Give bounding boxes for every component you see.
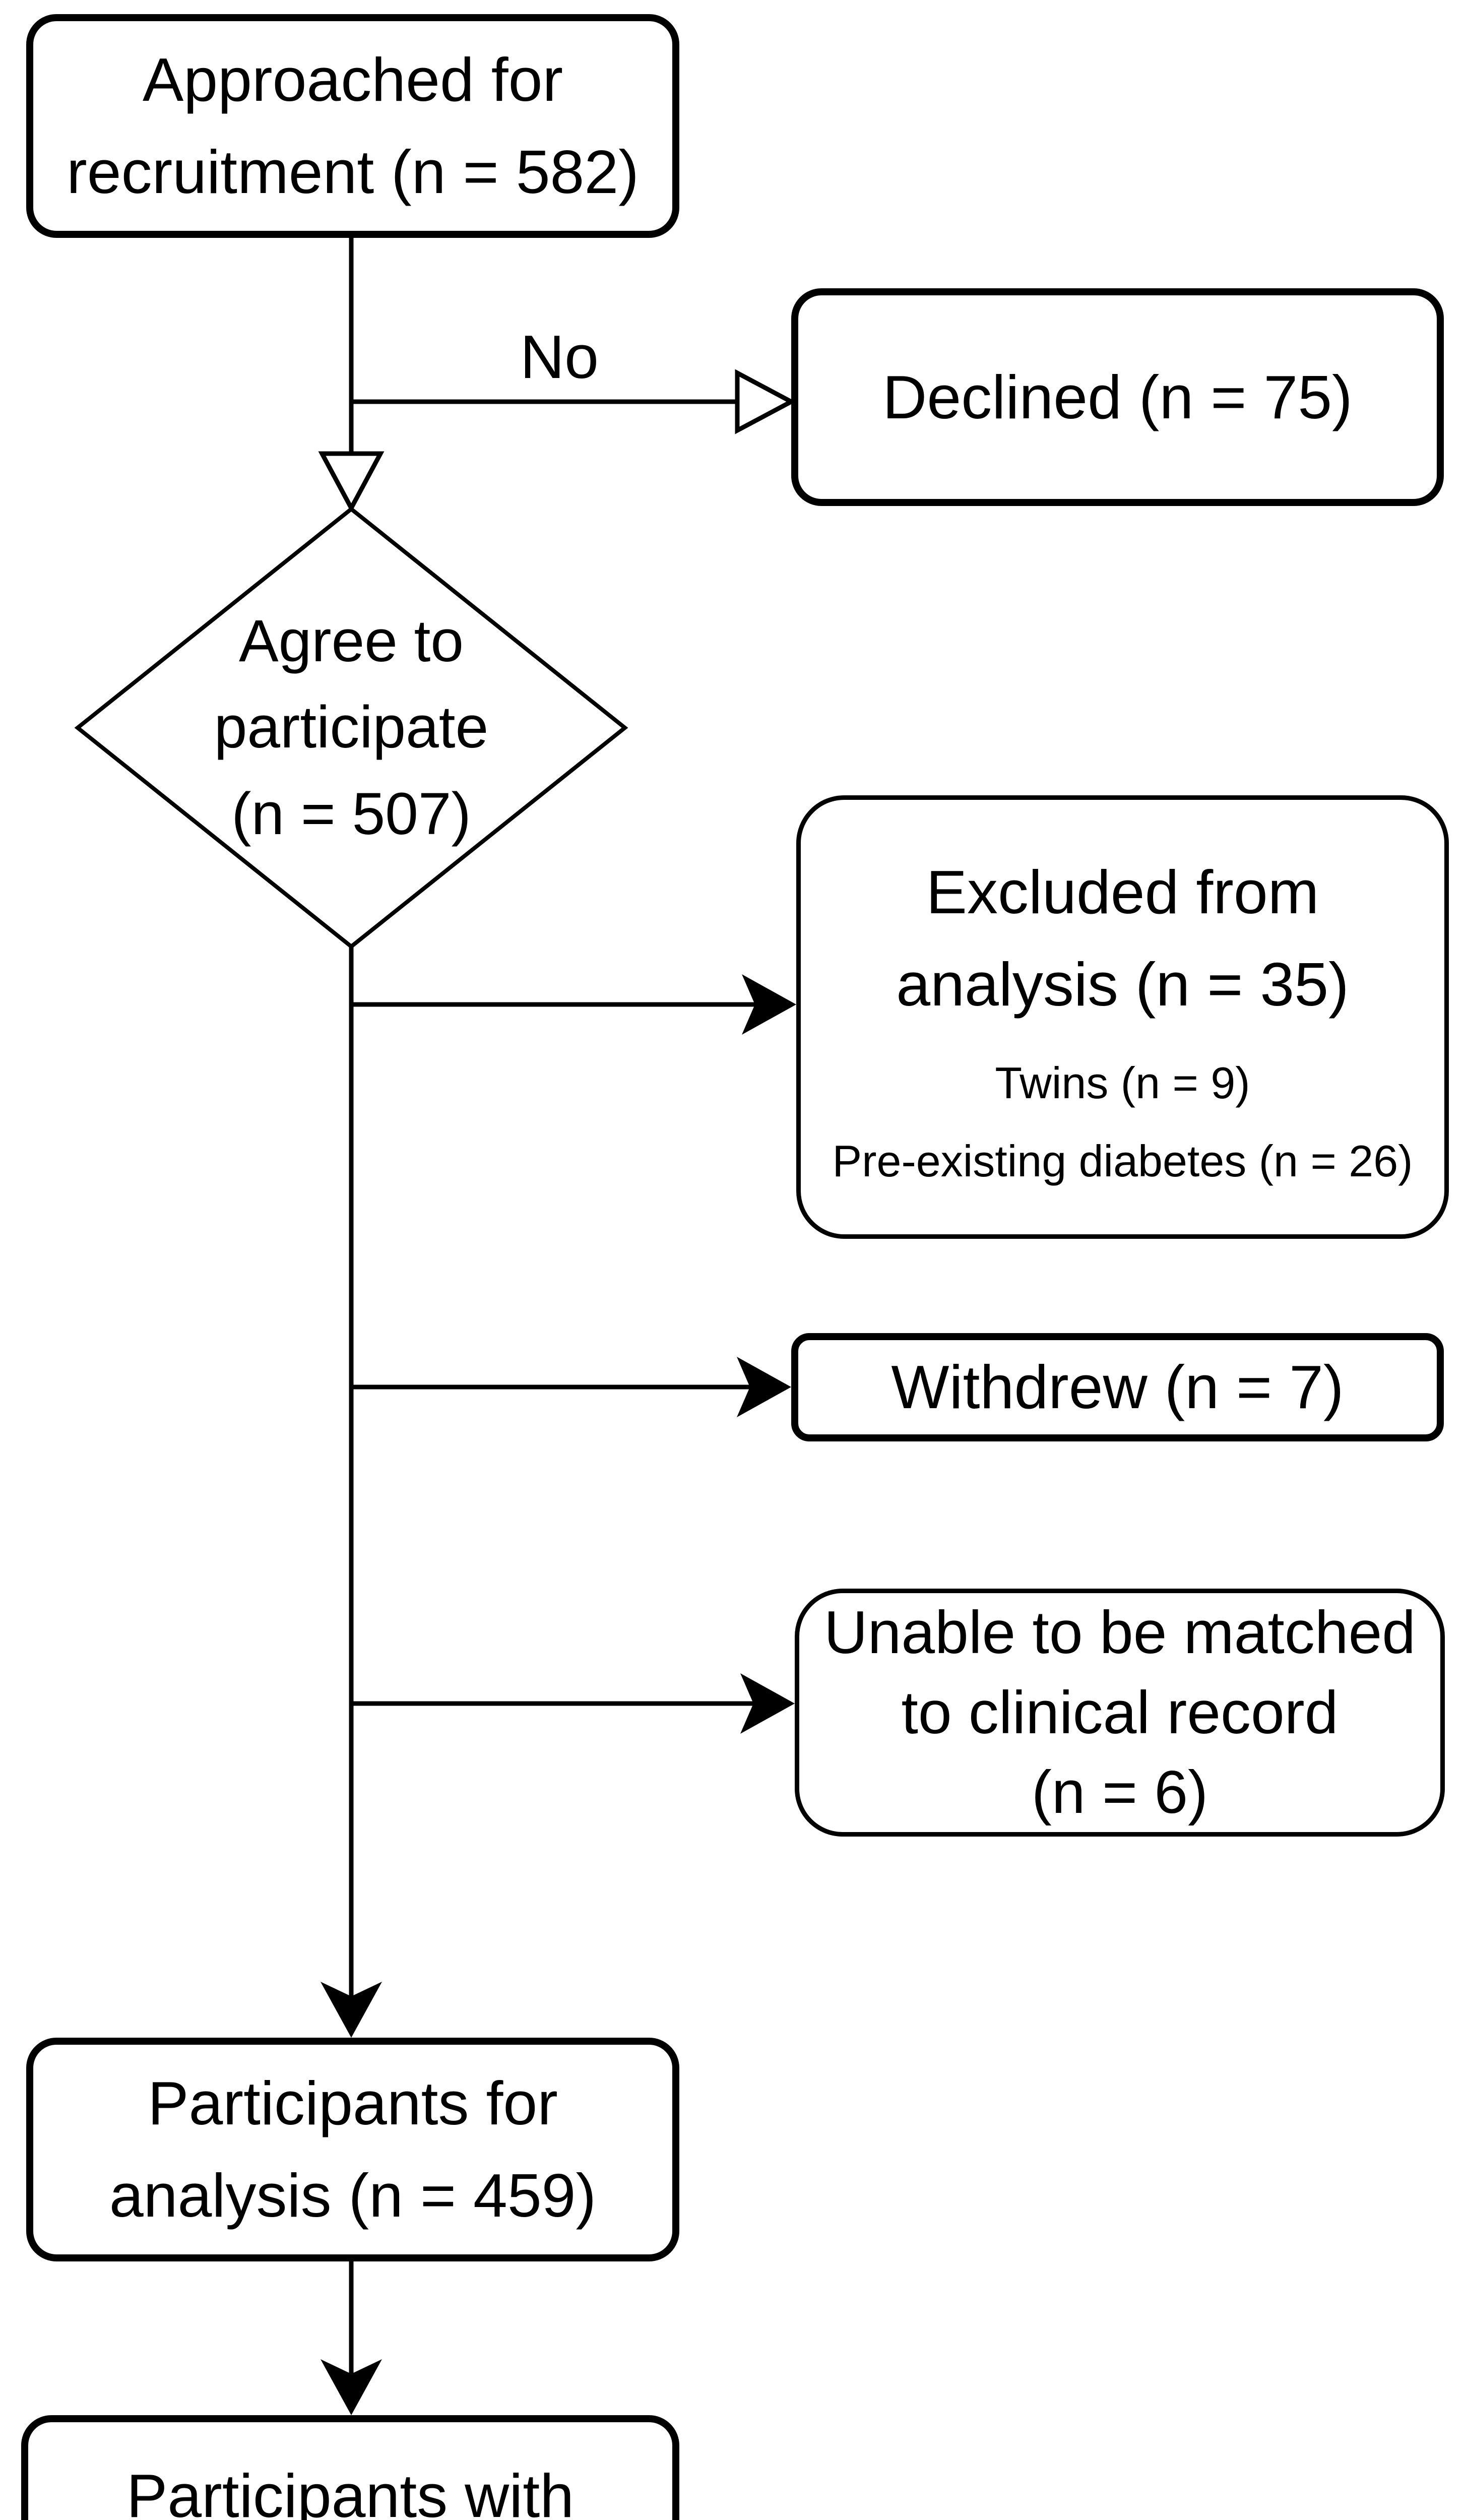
approached-node: Approached for recruitment (n = 582): [26, 14, 679, 238]
excluded-node: Excluded from analysis (n = 35) Twins (n…: [796, 795, 1449, 1239]
decision-diamond-shape: [74, 506, 628, 950]
hollow-arrowhead-down-decision: [318, 451, 385, 513]
declined-node: Declined (n = 75): [791, 288, 1444, 506]
declined-label: Declined (n = 75): [882, 362, 1353, 431]
analysis-line-1: Participants for: [148, 2069, 558, 2137]
gdm-node: Participants with GDM data available for…: [21, 2415, 679, 2520]
filled-arrowhead-right-excluded: [742, 974, 796, 1035]
excluded-sub-line-2: Pre-existing diabetes (n = 26): [832, 1136, 1413, 1186]
withdrew-label: Withdrew (n = 7): [891, 1353, 1344, 1421]
excluded-line-1: Excluded from: [926, 858, 1319, 927]
decision-node-label: Agree to participate (n = 507): [99, 592, 603, 864]
approached-line-1: Approached for: [142, 45, 563, 114]
edge-label-no: No: [520, 323, 599, 391]
analysis-node: Participants for analysis (n = 459): [26, 2038, 679, 2261]
filled-arrowhead-right-unmatched: [740, 1673, 795, 1734]
unmatched-line-1: Unable to be matched: [823, 1599, 1416, 1667]
approached-line-2: recruitment (n = 582): [67, 138, 639, 206]
gdm-line-1: Participants with: [126, 2461, 575, 2520]
excluded-sub-line-1: Twins (n = 9): [995, 1058, 1250, 1108]
excluded-line-2: analysis (n = 35): [896, 950, 1349, 1019]
decision-line-1: Agree to: [238, 608, 464, 675]
hollow-arrowhead-right-declined: [735, 369, 796, 434]
filled-arrowhead-down-gdm: [321, 2359, 382, 2415]
filled-arrowhead-right-withdrew: [737, 1357, 791, 1417]
withdrew-node: Withdrew (n = 7): [791, 1333, 1444, 1441]
unmatched-node: Unable to be matched to clinical record …: [795, 1589, 1445, 1837]
unmatched-line-3: (n = 6): [1031, 1758, 1208, 1826]
decision-line-3: (n = 507): [231, 780, 471, 847]
decision-line-2: participate: [214, 694, 489, 761]
filled-arrowhead-down-analysis: [321, 1982, 382, 2038]
unmatched-line-2: to clinical record: [901, 1678, 1338, 1746]
analysis-line-2: analysis (n = 459): [109, 2161, 597, 2230]
